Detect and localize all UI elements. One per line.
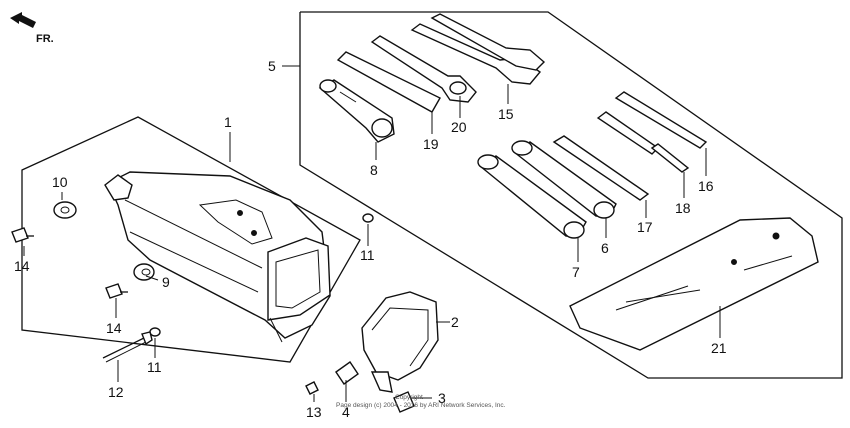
callout-7: 7 [572, 264, 580, 280]
callout-6: 6 [601, 240, 609, 256]
fr-label: FR. [36, 33, 54, 45]
callout-14a: 14 [14, 258, 30, 274]
callout-11a: 11 [360, 247, 375, 263]
hardware-drawings [11, 201, 374, 363]
callout-5: 5 [268, 58, 276, 74]
copyright-watermark: Copyright Page design (c) 2004 - 2016 by… [336, 394, 506, 409]
callout-10: 10 [52, 174, 68, 190]
callout-4: 4 [342, 404, 350, 420]
callout-labels: 1 2 3 4 5 6 7 8 9 10 11 11 12 13 14 14 1… [14, 58, 727, 420]
copyright-line-2: Page design (c) 2004 - 2016 by ARI Netwo… [336, 402, 506, 409]
leader-lines [23, 65, 721, 402]
callout-8: 8 [370, 162, 378, 178]
callout-11b: 11 [147, 359, 162, 375]
callout-21: 21 [711, 340, 727, 356]
callout-16: 16 [698, 178, 714, 194]
front-arrow-icon: FR. [10, 12, 54, 45]
toolkit-boundary [299, 11, 843, 379]
callout-13: 13 [306, 404, 322, 420]
callout-9: 9 [162, 274, 170, 290]
callout-20: 20 [451, 119, 467, 135]
callout-15: 15 [498, 106, 514, 122]
toolkit-drawings [318, 13, 819, 351]
callout-12: 12 [108, 384, 124, 400]
callout-2: 2 [451, 314, 459, 330]
callout-14b: 14 [106, 320, 122, 336]
callout-18: 18 [675, 200, 691, 216]
copyright-line-1: Copyright [395, 394, 423, 401]
callout-3: 3 [438, 390, 446, 406]
callout-19: 19 [423, 136, 439, 152]
callout-1: 1 [224, 114, 232, 130]
toolbox-drawing [104, 171, 331, 343]
cover-drawing [305, 291, 439, 413]
callout-17: 17 [637, 219, 653, 235]
